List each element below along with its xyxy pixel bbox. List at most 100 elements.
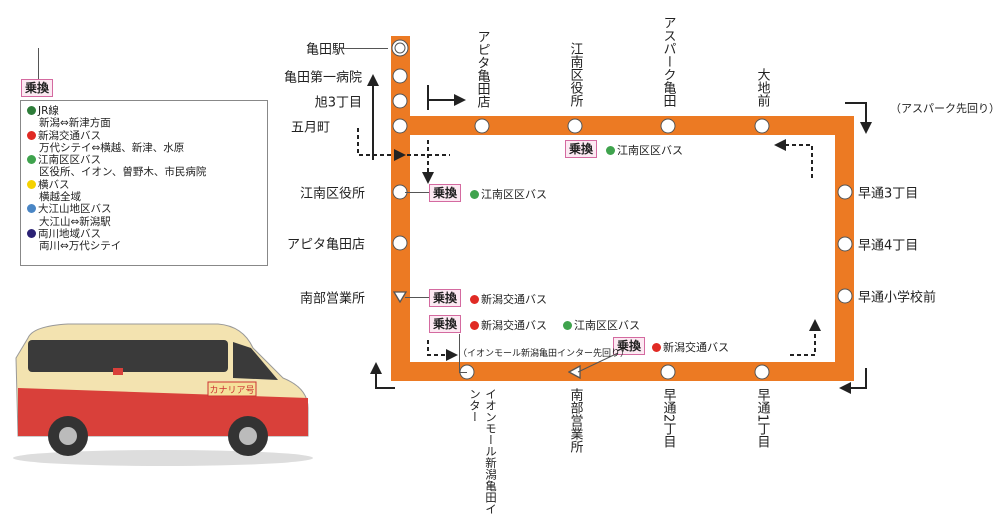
stop-label: 江南区役所	[299, 186, 365, 202]
stop-label: 亀田駅	[305, 42, 345, 58]
transfer-badge: 乗換	[613, 337, 646, 355]
leader-line	[577, 352, 619, 373]
bus-name: 新潟交通バス	[663, 341, 729, 354]
station[interactable]	[837, 184, 853, 200]
bus-name: 江南区区バス	[574, 319, 640, 332]
station-triangle-left[interactable]	[568, 365, 581, 379]
svg-text:カナリア号: カナリア号	[209, 385, 254, 396]
stop-label: アピタ亀田店	[286, 237, 365, 253]
transfer-legend: JR線新潟⇔新津方面新潟交通バス万代シテイ⇔横越、新津、水原江南区区バス区役所、…	[20, 100, 268, 266]
dashed-arrow-left-icon	[774, 139, 813, 178]
legend-item: 新潟交通バス	[27, 130, 261, 142]
konan-bus-dot	[606, 146, 615, 155]
transfer-badge: 乗換	[429, 315, 462, 333]
note-aspark: （アスパーク先回り）	[890, 102, 1000, 115]
transfer-bus: 新潟交通バス	[652, 339, 729, 355]
legend-name: 横バス	[38, 178, 70, 191]
station[interactable]	[660, 364, 676, 380]
niigata-kotsu-dot	[470, 321, 479, 330]
station[interactable]	[392, 93, 408, 109]
transfer-badge: 乗換	[21, 79, 54, 97]
stop-label: アスパーク亀田	[660, 16, 676, 107]
legend-name: 両川地域バス	[38, 227, 101, 240]
leader-line	[338, 48, 388, 49]
stop-label: 旭3丁目	[314, 95, 362, 111]
stop-label: 亀田第一病院	[283, 70, 362, 86]
stop-label: 大地前	[754, 68, 770, 107]
station[interactable]	[392, 235, 408, 251]
route-bottom	[391, 362, 854, 381]
bus-sign	[207, 381, 257, 397]
station-kameda-eki[interactable]	[391, 39, 409, 57]
bus-name: 江南区区バス	[617, 144, 683, 157]
station-triangle-down[interactable]	[393, 291, 407, 303]
legend-color-dot	[27, 228, 36, 238]
transfer-bus: 江南区区バス	[606, 142, 683, 158]
legend-detail: 大江山⇔新潟駅	[39, 215, 111, 228]
legend-color-dot	[27, 179, 36, 189]
arrow-up-icon	[370, 362, 395, 389]
dashed-arrow-icon	[357, 128, 406, 161]
stop-label: 早通1丁目	[754, 388, 770, 449]
stop-label: 早通3丁目	[858, 186, 919, 202]
legend-item: JR線	[27, 105, 261, 117]
bus-name: 新潟交通バス	[481, 319, 547, 332]
legend-detail: 区役所、イオン、曽野木、市民病院	[39, 166, 207, 179]
stop-label: 南部営業所	[299, 291, 365, 307]
transfer-bus: 江南区区バス	[563, 317, 640, 333]
stop-label: 早通2丁目	[660, 388, 676, 449]
transfer-badge: 乗換	[429, 184, 462, 202]
legend-detail: 両川⇔万代シテイ	[39, 240, 122, 253]
konan-bus-dot	[470, 190, 479, 199]
bus-illustration: カナリア号	[13, 323, 313, 466]
legend-name: JR線	[38, 105, 59, 117]
leader-line	[405, 297, 429, 298]
stop-label: 五月町	[290, 120, 330, 136]
legend-item: 両川地域バス	[27, 228, 261, 240]
station[interactable]	[837, 236, 853, 252]
station[interactable]	[474, 118, 490, 134]
legend-item: 横バス	[27, 179, 261, 191]
legend-color-dot	[27, 155, 36, 165]
leader-line	[459, 334, 460, 372]
transfer-bus: 江南区区バス	[470, 186, 547, 202]
stop-label: 南部営業所	[567, 388, 583, 453]
station[interactable]	[567, 118, 583, 134]
route-top	[391, 116, 854, 135]
stop-label: 江南区役所	[567, 42, 583, 107]
arrow-down-icon	[845, 102, 872, 134]
stop-label: アピタ亀田店	[474, 30, 490, 108]
transfer-badge: 乗換	[565, 140, 598, 158]
note-aeon: （イオンモール新潟亀田インター先回り）	[458, 349, 630, 359]
bus-name: 江南区区バス	[481, 188, 547, 201]
transfer-bus: 新潟交通バス	[470, 291, 547, 307]
transfer-badge: 乗換	[429, 289, 462, 307]
legend-color-dot	[27, 106, 36, 115]
legend-color-dot	[27, 204, 36, 214]
arrow-left-icon	[839, 368, 867, 394]
legend-detail: 万代シテイ⇔横越、新津、水原	[39, 141, 185, 154]
leader-line	[38, 48, 39, 79]
legend-name: 大江山地区バス	[38, 203, 112, 216]
konan-bus-dot	[563, 321, 572, 330]
dashed-arrow-right-icon	[427, 340, 458, 361]
legend-name: 新潟交通バス	[38, 129, 101, 142]
station[interactable]	[754, 364, 770, 380]
legend-detail: 横越全域	[39, 191, 81, 204]
stop-label: 早通小学校前	[858, 290, 937, 306]
station[interactable]	[660, 118, 676, 134]
bus-name: 新潟交通バス	[481, 293, 547, 306]
legend-color-dot	[27, 130, 36, 140]
legend-name: 江南区区バス	[38, 154, 101, 167]
legend-item: 大江山地区バス	[27, 203, 261, 215]
station[interactable]	[392, 118, 408, 134]
station[interactable]	[754, 118, 770, 134]
transfer-bus: 新潟交通バス	[470, 317, 547, 333]
leader-line	[459, 372, 467, 373]
station[interactable]	[392, 68, 408, 84]
station[interactable]	[837, 288, 853, 304]
stop-label: イオンモール新潟亀田インター	[468, 388, 498, 515]
dashed-arrow-up-icon	[790, 319, 821, 356]
leader-line	[405, 192, 429, 193]
